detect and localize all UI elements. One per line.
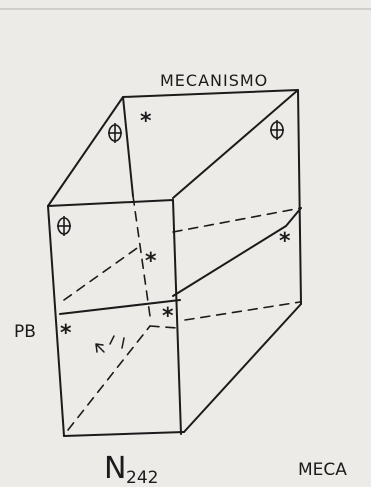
- box-outline: [47, 89, 302, 437]
- asterisk-icon: *: [145, 249, 157, 274]
- back-right-vertical: [297, 89, 302, 305]
- pb-label: PB: [14, 322, 36, 342]
- corner-label: MECA: [298, 460, 347, 480]
- front-mid-edge: [59, 299, 181, 315]
- top-face-edges: [47, 89, 299, 207]
- mechanism-label: MECANISMO: [160, 71, 268, 90]
- hidden-left-diagonal: [63, 245, 141, 301]
- hidden-lower-plane: [184, 301, 301, 321]
- crossed-circles: [57, 120, 284, 236]
- asterisk-marks: * * * * *: [60, 109, 291, 346]
- hidden-upper-plane: [172, 207, 302, 233]
- arrow-icon: [95, 343, 105, 353]
- front-right-vertical: [172, 199, 182, 435]
- level-subscript: 242: [126, 468, 158, 487]
- asterisk-icon: *: [162, 304, 174, 329]
- arrow-tail-icon: [109, 335, 115, 345]
- asterisk-icon: *: [279, 229, 291, 254]
- crossed-circle-icon: [270, 120, 284, 140]
- asterisk-icon: *: [60, 321, 72, 346]
- front-left-vertical: [47, 205, 65, 437]
- hidden-lower-diagonal: [67, 325, 151, 431]
- front-bottom-edge: [63, 431, 185, 437]
- bottom-right-edge: [183, 303, 302, 433]
- level-label: N: [104, 451, 126, 486]
- front-top-edge: [47, 199, 174, 207]
- hidden-back-vertical: [132, 195, 151, 317]
- tick-mark-icon: [121, 337, 125, 349]
- hidden-lines: [63, 195, 302, 431]
- back-left-vertical: [122, 96, 134, 197]
- hidden-inner-edge: [149, 325, 179, 329]
- crossed-circle-icon: [57, 216, 71, 236]
- asterisk-icon: *: [140, 109, 152, 134]
- crossed-circle-icon: [108, 123, 122, 143]
- arrow-marks: [95, 335, 125, 353]
- right-face-diagonal: [172, 207, 302, 297]
